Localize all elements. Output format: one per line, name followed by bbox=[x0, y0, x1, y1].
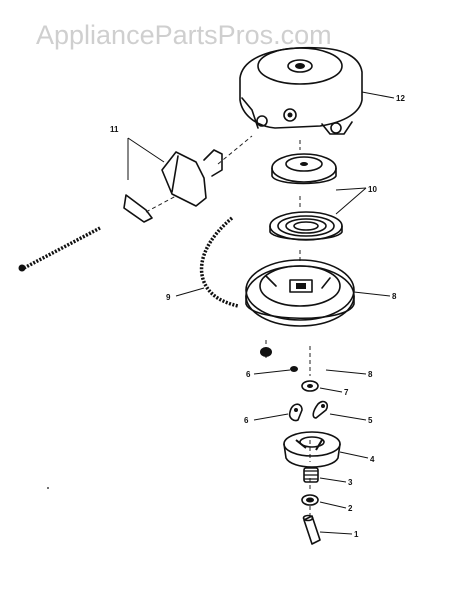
starter-rope bbox=[199, 216, 239, 308]
callout-5: 5 bbox=[368, 416, 373, 425]
callout-10: 10 bbox=[368, 185, 377, 194]
pawl-left bbox=[288, 403, 303, 422]
starter-handle bbox=[161, 149, 223, 207]
speck bbox=[47, 487, 49, 489]
callout-4: 4 bbox=[370, 455, 375, 464]
retainer-pin bbox=[302, 514, 321, 545]
brake-spring bbox=[303, 467, 319, 483]
washer-lower bbox=[301, 494, 319, 506]
starter-housing bbox=[239, 46, 363, 135]
washer bbox=[301, 380, 319, 392]
pulley bbox=[245, 259, 355, 327]
watermark-text: AppliancePartsPros.com bbox=[36, 20, 332, 50]
callout-8: 8 bbox=[392, 292, 397, 301]
callout-9: 9 bbox=[166, 293, 171, 302]
callout-11: 11 bbox=[110, 125, 119, 134]
callout-6a: 6 bbox=[246, 370, 251, 379]
callout-6b: 6 bbox=[244, 416, 249, 425]
callout-3: 3 bbox=[348, 478, 353, 487]
callout-12: 12 bbox=[396, 94, 405, 103]
rewind-spring bbox=[269, 211, 343, 241]
callout-7: 7 bbox=[344, 388, 349, 397]
callout-1: 1 bbox=[354, 530, 359, 539]
rope bbox=[18, 226, 101, 272]
rope-end bbox=[260, 347, 272, 357]
callout-8b: 8 bbox=[368, 370, 373, 379]
brake-cup bbox=[283, 431, 341, 468]
callout-2: 2 bbox=[348, 504, 353, 513]
spring-cup bbox=[271, 153, 337, 185]
screw-head bbox=[290, 366, 298, 372]
pawl-right bbox=[312, 400, 329, 419]
handle-pin bbox=[123, 194, 153, 223]
